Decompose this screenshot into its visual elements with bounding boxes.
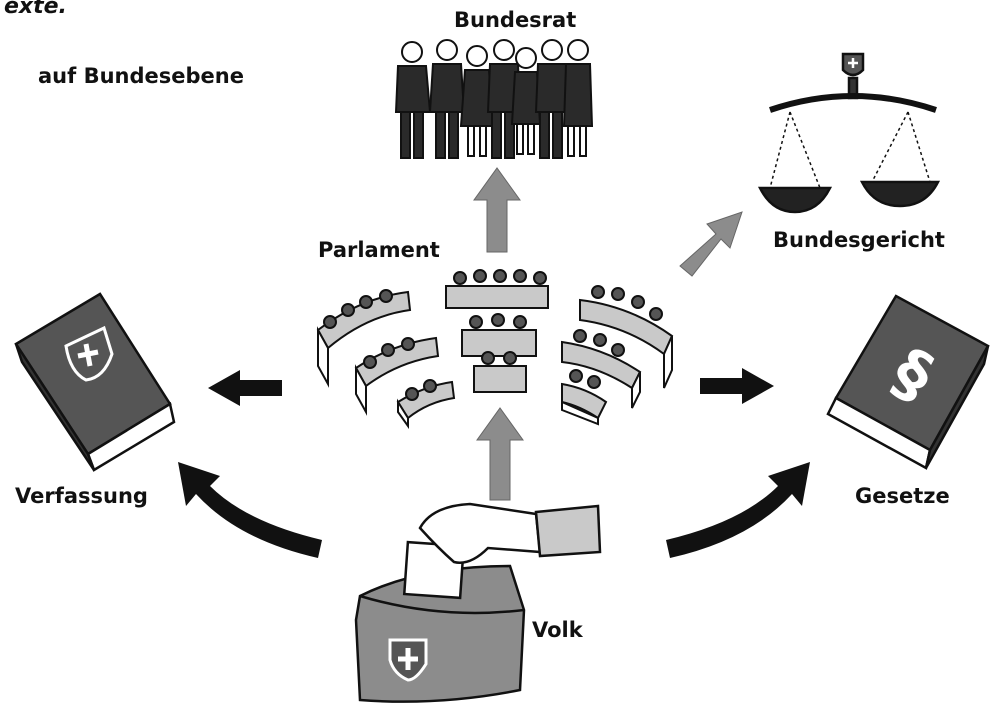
bench-left-1 (316, 289, 412, 388)
label-volk: Volk (532, 618, 583, 642)
arrow-parlament-to-gesetze (700, 368, 774, 404)
bench-center-1 (445, 269, 549, 309)
parlament-chamber (316, 269, 674, 430)
scales-of-justice (757, 52, 941, 214)
cut-title: exte. (4, 0, 67, 19)
arrow-volk-to-gesetze (666, 462, 810, 558)
arrow-parlament-to-verfassung (208, 370, 282, 406)
gesetze-book (826, 294, 990, 470)
bench-left-2 (354, 336, 440, 416)
label-bundesrat: Bundesrat (454, 8, 577, 32)
council-member-2 (428, 39, 466, 159)
swiss-cross-icon (64, 325, 114, 382)
verfassung-book (14, 292, 176, 472)
swiss-shield-icon (388, 638, 428, 682)
bench-center-2 (461, 313, 537, 357)
label-gesetze: Gesetze (855, 484, 950, 508)
voting-hand (418, 502, 602, 564)
bench-left-3 (396, 379, 456, 430)
label-verfassung: Verfassung (15, 484, 148, 508)
arrow-parlament-to-bundesrat (473, 167, 521, 253)
bench-right-3 (561, 369, 608, 426)
council-member-1 (394, 41, 432, 159)
ballot-box (354, 540, 526, 703)
label-bundesgericht: Bundesgericht (773, 228, 945, 252)
bench-right-1 (579, 285, 674, 389)
council-member-7 (562, 39, 594, 157)
arrow-volk-to-parlament (476, 407, 524, 501)
arrow-parlament-to-bundesgericht (679, 211, 743, 277)
subtitle: auf Bundesebene (38, 64, 244, 88)
bundesrat-figures (394, 39, 594, 159)
arrow-volk-to-verfassung (178, 462, 322, 558)
label-parlament: Parlament (318, 238, 440, 262)
council-member-5 (510, 47, 542, 155)
bench-right-2 (561, 329, 642, 409)
bench-center-3 (473, 351, 527, 393)
council-member-6 (534, 39, 570, 159)
